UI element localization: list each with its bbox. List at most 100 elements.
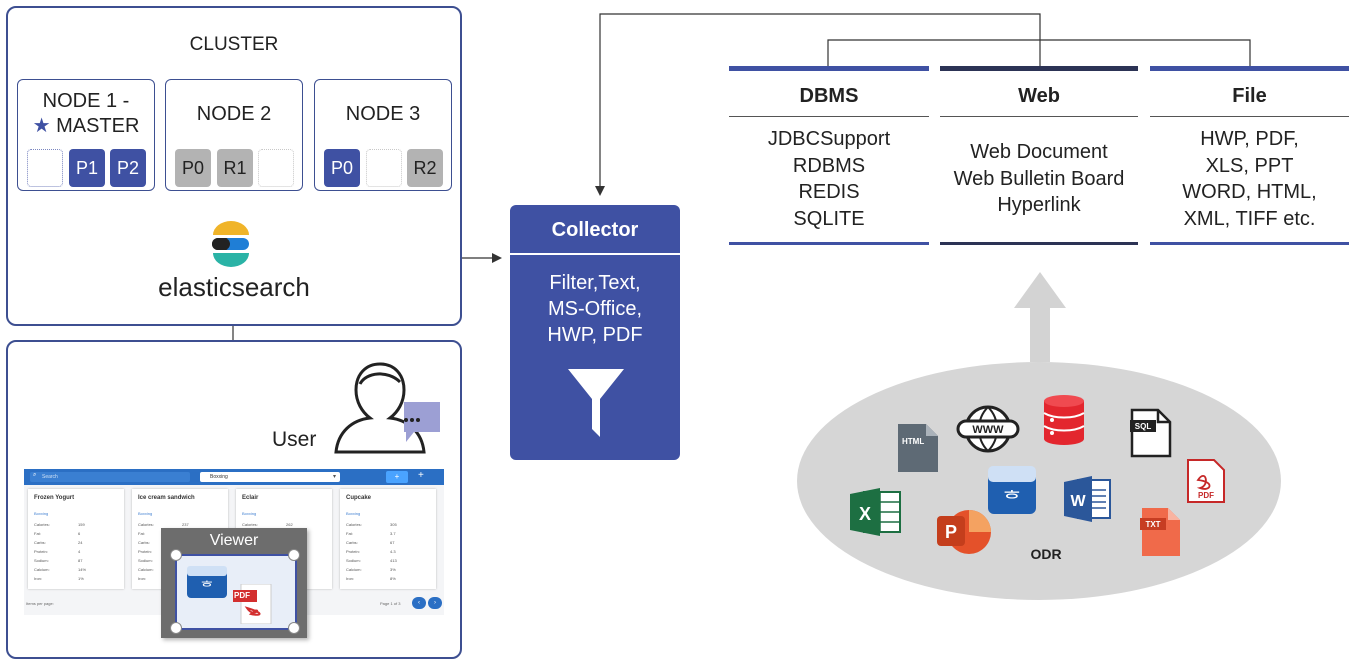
resize-handle-br[interactable] bbox=[288, 622, 300, 634]
mock-card-row-value: 159 bbox=[78, 522, 85, 527]
word-icon-label: W bbox=[1070, 493, 1086, 510]
collector-formats-line1: Filter,Text, bbox=[549, 272, 641, 294]
mock-card-row-label: Protein: bbox=[346, 549, 360, 554]
collector-formats-line3: HWP, PDF bbox=[547, 324, 643, 346]
hwp-file-icon: ᄒ bbox=[988, 466, 1036, 514]
elasticsearch-logo-icon bbox=[212, 221, 249, 267]
mock-prev-button[interactable]: ‹ bbox=[412, 597, 426, 609]
category-line: REDIS bbox=[798, 181, 860, 203]
mock-card-row-label: Iron: bbox=[138, 576, 147, 581]
mock-card-row-label: Sodium: bbox=[138, 558, 153, 563]
mock-card-row-label: Carbs: bbox=[138, 540, 150, 545]
collector-divider bbox=[510, 253, 680, 255]
mock-card-row-value: 237 bbox=[182, 522, 189, 527]
mock-search-field[interactable]: ⌕ Search bbox=[30, 472, 190, 482]
mock-card-row-value: 4.3 bbox=[390, 549, 396, 554]
mock-card-sub: Boxxing bbox=[242, 511, 257, 516]
mock-select[interactable]: Boxxing ▾ bbox=[200, 472, 340, 482]
mock-card-row-value: 6 bbox=[78, 531, 81, 536]
mock-next-button[interactable]: › bbox=[428, 597, 442, 609]
node-2-shard-r1: R1 bbox=[217, 149, 253, 187]
elasticsearch-label: elasticsearch bbox=[158, 272, 310, 302]
mock-card-row-value: 67 bbox=[390, 540, 395, 545]
mock-card-row-value: 413 bbox=[390, 558, 397, 563]
category-line: RDBMS bbox=[792, 154, 866, 177]
word-icon: W bbox=[1064, 476, 1111, 522]
svg-text:ᄒ: ᄒ bbox=[1003, 487, 1021, 511]
category-divider-1 bbox=[940, 116, 1138, 117]
collector-title: Collector bbox=[551, 219, 639, 241]
mock-card-row-value: 24 bbox=[78, 540, 83, 545]
mock-card-row-value: 14% bbox=[78, 567, 87, 572]
collector-box: Collector Filter,Text, MS-Office, HWP, P… bbox=[510, 205, 680, 460]
mock-card-row-label: Calcium: bbox=[346, 567, 362, 572]
resize-handle-bl[interactable] bbox=[170, 622, 182, 634]
category-bottom-bar-0 bbox=[729, 242, 929, 245]
cluster-panel: CLUSTER NODE 1 - ★ MASTER P1 P2 NODE 2 P… bbox=[6, 6, 462, 326]
node-1-shard-empty bbox=[27, 149, 63, 187]
node-2: NODE 2 P0 R1 bbox=[165, 79, 303, 191]
user-label: User bbox=[272, 428, 317, 451]
mock-card-row-label: Calories: bbox=[346, 522, 362, 527]
node-2-shard-empty bbox=[258, 149, 294, 187]
mock-card-title: Frozen Yogurt bbox=[34, 495, 75, 501]
category-title-web: Web bbox=[1018, 85, 1060, 107]
category-line: SQLITE bbox=[793, 207, 865, 230]
mock-card-row-label: Calories: bbox=[34, 522, 50, 527]
txt-file-icon: TXT bbox=[1140, 508, 1180, 556]
pdf-label: PDF bbox=[234, 591, 250, 600]
mock-card-sub: Boxxing bbox=[346, 511, 361, 516]
category-line: XLS, PPT bbox=[1205, 154, 1294, 177]
mock-card-row-label: Fat: bbox=[34, 531, 41, 536]
node-1: NODE 1 - ★ MASTER P1 P2 bbox=[17, 79, 155, 191]
pdf-document-icon bbox=[233, 584, 272, 624]
sql-file-icon: SQL bbox=[1130, 408, 1172, 458]
mock-card-title: Ice cream sandwich bbox=[138, 495, 195, 501]
mock-card-title: Eclair bbox=[242, 495, 259, 501]
sources-bracket bbox=[827, 39, 1251, 66]
svg-text:ᄒ: ᄒ bbox=[201, 580, 214, 596]
sources-to-collector-line bbox=[599, 13, 1041, 188]
mock-add-button[interactable]: + bbox=[386, 471, 408, 483]
pdf-icon-label: PDF bbox=[1198, 491, 1214, 500]
node-1-master-line: ★ MASTER bbox=[18, 114, 154, 138]
resize-handle-tr[interactable] bbox=[288, 549, 300, 561]
mock-card-row-value: 87 bbox=[78, 558, 83, 563]
resize-handle-tl[interactable] bbox=[170, 549, 182, 561]
cluster-title: CLUSTER bbox=[189, 34, 279, 55]
html-icon-label: HTML bbox=[902, 437, 924, 446]
mock-search-placeholder: Search bbox=[42, 474, 58, 480]
hwp-document-icon: ᄒ bbox=[187, 566, 227, 598]
category-top-bar-0 bbox=[729, 66, 929, 71]
category-bottom-bar-1 bbox=[940, 242, 1138, 245]
category-top-bar-2 bbox=[1150, 66, 1349, 71]
node-3: NODE 3 P0 R2 bbox=[314, 79, 452, 191]
mock-more-icon[interactable]: + bbox=[418, 470, 424, 481]
mock-card-row-label: Sodium: bbox=[346, 558, 361, 563]
upload-arrow-icon bbox=[1014, 272, 1066, 362]
collector-formats-line2: MS-Office, bbox=[547, 298, 643, 320]
mock-card-row-label: Carbs: bbox=[34, 540, 46, 545]
txt-icon-label: TXT bbox=[1145, 520, 1160, 529]
viewer-window[interactable]: Viewer ᄒ PDF bbox=[161, 528, 307, 638]
mock-card-row-label: Calcium: bbox=[34, 567, 50, 572]
viewer-panel: User ⌕ Search Boxxing ▾ + + Frozen Yogur… bbox=[6, 340, 462, 659]
mock-app-header: ⌕ Search Boxxing ▾ + + bbox=[24, 469, 444, 485]
category-line: Web Document bbox=[970, 141, 1108, 163]
mock-card-row-label: Iron: bbox=[346, 576, 355, 581]
node-2-title: NODE 2 bbox=[196, 103, 272, 125]
category-line: Hyperlink bbox=[997, 194, 1081, 216]
excel-icon-label: X bbox=[859, 504, 871, 524]
category-divider-0 bbox=[729, 116, 929, 117]
mock-card-row-label: Carbs: bbox=[346, 540, 358, 545]
category-line: XML, TIFF etc. bbox=[1183, 207, 1316, 230]
ppt-icon-label: P bbox=[945, 522, 957, 542]
powerpoint-icon: P bbox=[937, 510, 991, 554]
collector-arrowhead bbox=[595, 186, 605, 196]
pdf-file-icon: PDF bbox=[1187, 459, 1225, 503]
node-1-title: NODE 1 - bbox=[42, 90, 130, 112]
